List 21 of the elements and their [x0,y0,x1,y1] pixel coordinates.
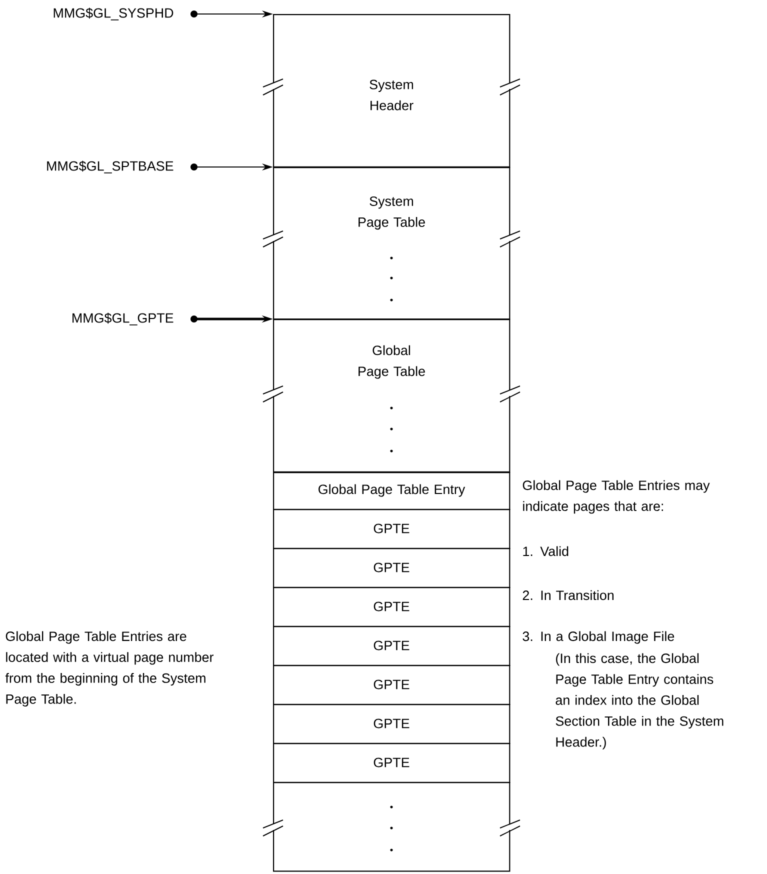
memory-section: GPTE [273,626,510,666]
pointer-name: MMG$GL_GPTE [72,312,174,326]
pointer-name: MMG$GL_SPTBASE [47,160,174,174]
memory-section [273,782,510,872]
memory-section: GPTE [273,548,510,588]
list-item: 1. Valid [523,546,568,556]
note-text: Global Page Table Entries are located with a virtual page number from the beginning of the System Page Table. [5,631,214,706]
memory-section: System Page Table [273,167,510,320]
memory-section: GPTE [273,509,510,549]
memory-section: GPTE [273,704,510,744]
list-item: 2. In Transition [522,590,614,600]
note-text: Global Page Table Entries may indicate pages that are: [522,480,710,514]
pointer-name: MMG$GL_SYSPHD [54,8,174,20]
memory-section: GPTE [273,587,510,627]
list-item: 3. In a Global Image File [522,631,674,644]
memory-section: Global Page Table [273,319,510,473]
memory-section: System Header [273,14,510,168]
memory-section: Global Page Table Entry [273,472,510,510]
memory-section: GPTE [273,665,510,705]
note-text: (In this case, the Global Page Table Entry contains an index into the Global Section Table in the System Header.) [556,653,724,750]
memory-section: GPTE [273,743,510,783]
